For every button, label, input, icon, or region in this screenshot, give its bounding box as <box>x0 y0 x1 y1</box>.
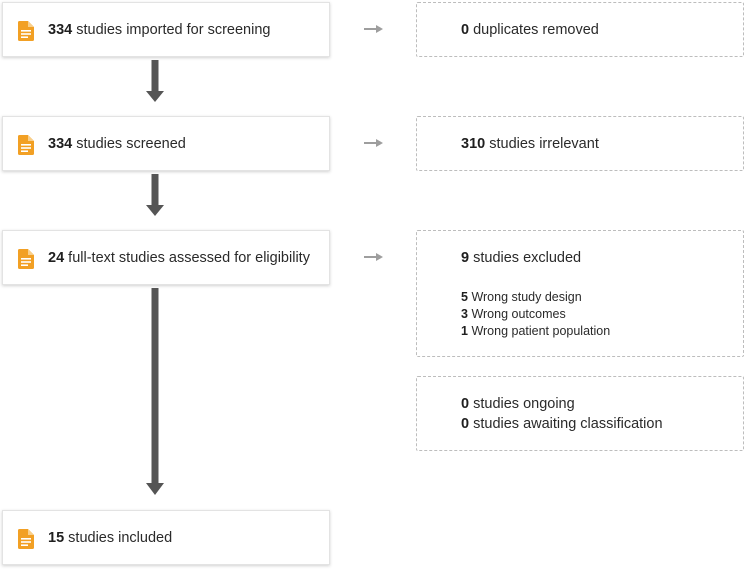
irrelevant-label: 310 studies irrelevant <box>461 136 599 152</box>
exclusion-reason: 5 Wrong study design <box>461 290 582 304</box>
right-arrow-2 <box>364 138 384 148</box>
excluded-label: 9 studies excluded <box>461 250 582 266</box>
right-arrow-3 <box>364 252 384 262</box>
document-icon <box>18 529 34 549</box>
document-icon <box>18 135 34 155</box>
ongoing-label: 0 studies ongoing <box>461 396 575 412</box>
irrelevant-box: 310 studies irrelevant <box>416 116 744 171</box>
stage-fulltext-label: 24 full-text studies assessed for eligib… <box>48 250 310 266</box>
excluded-box: 9 studies excluded 5 Wrong study design … <box>416 230 744 357</box>
awaiting-label: 0 studies awaiting classification <box>461 416 663 432</box>
stage-fulltext-box: 24 full-text studies assessed for eligib… <box>2 230 330 285</box>
stage-imported-label: 334 studies imported for screening <box>48 22 271 38</box>
stage-included-box: 15 studies included <box>2 510 330 565</box>
down-arrow-3 <box>146 288 164 495</box>
exclusion-reason: 3 Wrong outcomes <box>461 307 566 321</box>
exclusion-reason: 1 Wrong patient population <box>461 324 611 338</box>
stage-screened-label: 334 studies screened <box>48 136 186 152</box>
duplicates-removed-box: 0 duplicates removed <box>416 2 744 57</box>
down-arrow-2 <box>146 174 164 216</box>
document-icon <box>18 21 34 41</box>
down-arrow-1 <box>146 60 164 102</box>
stage-screened-box: 334 studies screened <box>2 116 330 171</box>
duplicates-removed-label: 0 duplicates removed <box>461 22 599 38</box>
stage-imported-box: 334 studies imported for screening <box>2 2 330 57</box>
right-arrow-1 <box>364 24 384 34</box>
stage-included-label: 15 studies included <box>48 530 173 546</box>
document-icon <box>18 249 34 269</box>
ongoing-awaiting-box: 0 studies ongoing 0 studies awaiting cla… <box>416 376 744 451</box>
